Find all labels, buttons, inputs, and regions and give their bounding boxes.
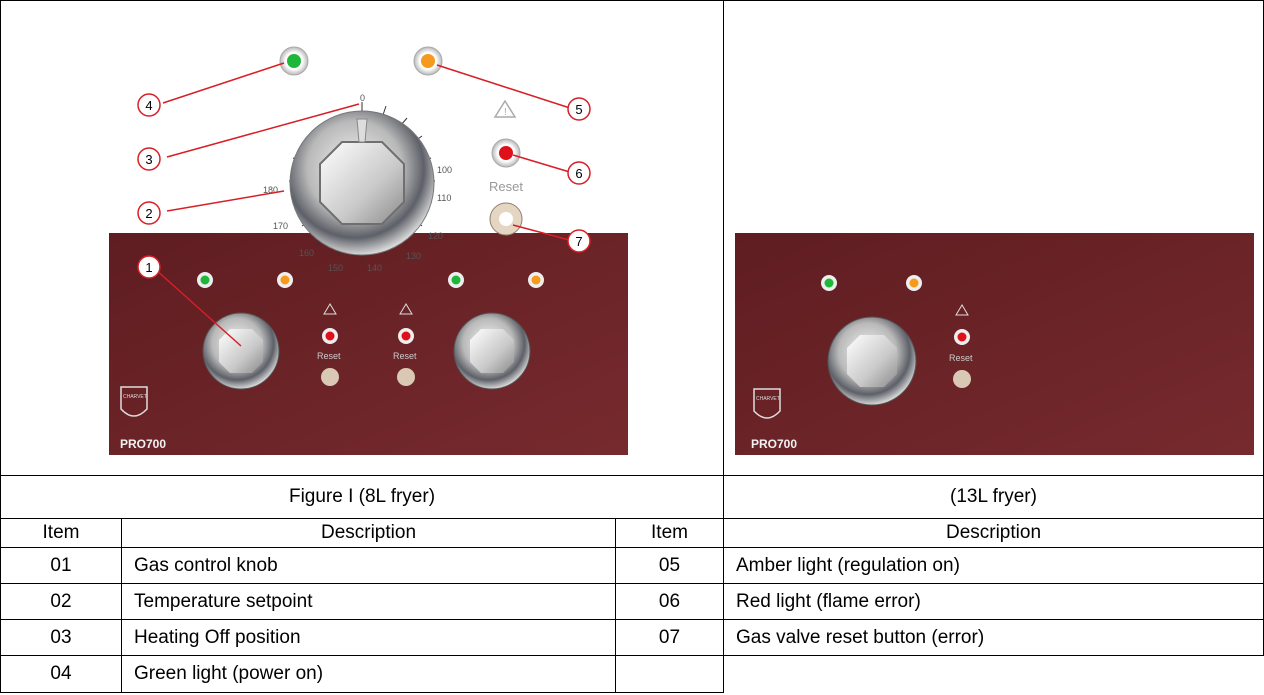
svg-text:150: 150 (328, 263, 343, 273)
table-row-3-item1: 03 (0, 619, 122, 656)
svg-text:130: 130 (406, 251, 421, 261)
table-row-4-desc1: Green light (power on) (121, 655, 616, 693)
table-row-3-desc1: Heating Off position (121, 619, 616, 656)
svg-text:120: 120 (428, 231, 443, 241)
knob-13l (827, 316, 917, 406)
table-row-2-item2: 06 (615, 583, 724, 620)
table-row-1-desc1: Gas control knob (121, 547, 616, 584)
svg-text:170: 170 (273, 221, 288, 231)
svg-text:Reset: Reset (317, 351, 341, 361)
svg-text:Reset: Reset (393, 351, 417, 361)
zoomed-knob (289, 102, 435, 260)
svg-text:!: ! (504, 107, 507, 118)
svg-text:180: 180 (263, 185, 278, 195)
table-row-2-desc2: Red light (flame error) (723, 583, 1264, 620)
callout-2: 2 (145, 206, 152, 221)
control-panel-13l (735, 233, 1254, 455)
callout-4: 4 (145, 98, 152, 113)
reset-label-large: Reset (489, 179, 523, 194)
table-row-4-item2 (615, 655, 724, 693)
logo-shield (120, 386, 148, 417)
callout-5: 5 (575, 102, 582, 117)
table-row-3-item2: 07 (615, 619, 724, 656)
svg-text:110: 110 (437, 193, 451, 203)
fryer-13l-figure: Reset CHARVET PRO700 (735, 233, 1254, 455)
table-row-2-item1: 02 (0, 583, 122, 620)
header-description-2: Description (723, 518, 1264, 548)
svg-text:CHARVET: CHARVET (756, 396, 780, 402)
panel-small-lights (197, 272, 544, 288)
caption-13l: (13L fryer) (723, 475, 1264, 519)
svg-text:CHARVET: CHARVET (123, 394, 147, 400)
dial-scale-labels: 0 100 110 120 130 140 150 160 170 180 (263, 93, 452, 273)
table-row-4-item1: 04 (0, 655, 122, 693)
warning-icon-13l (955, 304, 969, 316)
callout-1: 1 (145, 260, 152, 275)
header-item-1: Item (0, 518, 122, 548)
svg-text:0: 0 (360, 93, 365, 103)
callout-6: 6 (575, 166, 582, 181)
header-description-1: Description (121, 518, 616, 548)
control-panel (109, 233, 628, 455)
callout-3: 3 (145, 152, 152, 167)
panel-small-reset: Reset Reset (317, 303, 417, 386)
caption-8l: Figure I (8L fryer) (0, 475, 724, 519)
table-row-2-desc1: Temperature setpoint (121, 583, 616, 620)
table-row-3-desc2: Gas valve reset button (error) (723, 619, 1264, 656)
svg-text:Reset: Reset (949, 353, 973, 363)
fryer-8l-figure: 0 100 110 120 130 140 150 160 170 180 ! … (109, 46, 628, 455)
svg-text:100: 100 (437, 165, 452, 175)
svg-text:140: 140 (367, 263, 382, 273)
table-row-1-desc2: Amber light (regulation on) (723, 547, 1264, 584)
callout-7: 7 (575, 234, 582, 249)
svg-text:160: 160 (299, 248, 314, 258)
panel-brand: PRO700 (120, 437, 166, 451)
panel-small-knobs (202, 312, 531, 390)
header-item-2: Item (615, 518, 724, 548)
table-row-1-item1: 01 (0, 547, 122, 584)
panel-brand-13l: PRO700 (751, 437, 797, 451)
table-row-1-item2: 05 (615, 547, 724, 584)
warning-icon (493, 99, 517, 118)
